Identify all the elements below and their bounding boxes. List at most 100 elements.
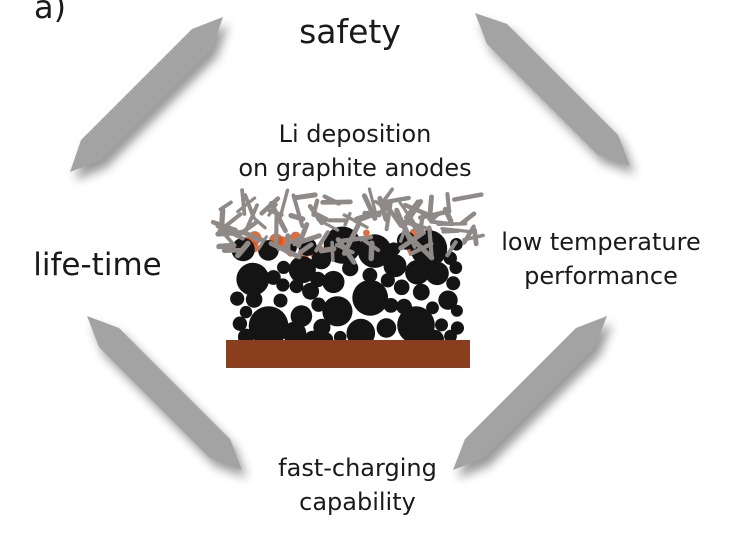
graphite-particle (446, 276, 461, 291)
lithium-dendrite (362, 210, 382, 218)
label-low-temperature-line1: low temperature (501, 228, 701, 256)
lithium-dendrite (236, 196, 257, 214)
lithium-dendrite (277, 188, 290, 223)
label-life-time: life-time (33, 247, 162, 283)
lithium-dendrite (472, 227, 479, 247)
graphite-particle (438, 290, 458, 310)
lithium-deposits (210, 187, 485, 265)
lithium-dendrite (459, 211, 477, 226)
graphite-particle (425, 261, 449, 286)
lithium-dendrite (441, 228, 461, 234)
graphite-particle (310, 271, 326, 288)
graphite-particle (405, 260, 430, 285)
graphite-particle (311, 297, 326, 312)
lithium-dendrite (276, 234, 303, 252)
lithium-dendrite (445, 191, 452, 214)
lithium-dendrite (245, 231, 262, 243)
lithium-dendrite (311, 198, 320, 218)
lithium-dendrite (216, 242, 237, 250)
lithium-dendrite (215, 223, 245, 241)
lithium-dendrite (429, 210, 443, 222)
graphite-particle (230, 291, 245, 306)
graphite-particle (313, 318, 331, 336)
lithium-dendrite (394, 207, 407, 229)
lithium-dendrite (257, 235, 268, 251)
arrow-bottom-right (453, 316, 612, 478)
lithium-dendrite (403, 199, 420, 220)
lithium-dendrite (314, 230, 330, 253)
label-fast-charging-line1: fast-charging (278, 454, 437, 482)
graphite-particle (426, 301, 439, 315)
graphite-particle (380, 273, 395, 288)
lithium-dendrite (253, 217, 267, 230)
graphite-particle (290, 305, 313, 327)
lithium-dendrite (296, 222, 310, 249)
graphite-particles (230, 226, 464, 349)
label-fast-charging-line2: capability (299, 488, 416, 516)
lithium-dendrite (427, 194, 434, 222)
lithium-dendrite (335, 237, 357, 265)
lithium-dendrite (288, 212, 306, 222)
lithium-dendrite (292, 192, 318, 201)
lithium-dendrite (442, 206, 454, 224)
graphite-particle (322, 270, 345, 294)
graphite-particle (289, 279, 304, 294)
graphite-particle (302, 282, 320, 300)
lithium-dendrite (240, 188, 247, 216)
graphite-particle (396, 298, 412, 315)
graphite-particle (236, 262, 270, 296)
label-low-temperature-line2: performance (524, 262, 678, 290)
graphite-particle (273, 293, 288, 308)
graphite-particle (410, 230, 448, 267)
panel-label: a) (34, 0, 67, 26)
lithium-dendrite (297, 242, 314, 255)
lithium-dendrite (445, 240, 458, 258)
lithium-dendrite (268, 201, 288, 234)
lithium-dendrite (384, 199, 393, 232)
graphite-particle (376, 318, 397, 338)
lithium-dendrite (398, 227, 407, 243)
graphite-particle (362, 267, 378, 283)
graphite-particle (393, 279, 410, 296)
arrow-top-right (475, 13, 635, 174)
label-low-temperature: low temperature performance (490, 225, 712, 293)
lithium-dendrite (361, 237, 381, 253)
lithium-dendrite (242, 203, 259, 236)
lithium-dendrite (259, 196, 281, 216)
graphite-particle (412, 283, 430, 301)
graphite-particle (282, 321, 307, 345)
label-fast-charging: fast-charging capability (225, 451, 490, 519)
lithium-dendrite (221, 231, 234, 245)
center-title-line1: Li deposition (278, 120, 432, 148)
lithium-dendrite (235, 240, 251, 259)
graphite-particle (276, 278, 290, 292)
graphite-particle (449, 261, 463, 275)
lithium-dendrite (381, 198, 404, 228)
lithium-dendrite (343, 211, 352, 227)
graphite-particle (311, 249, 332, 270)
lithium-dendrite (322, 194, 341, 206)
arrow-top-left (70, 17, 228, 180)
interphase-spot (363, 229, 370, 237)
lithium-dendrite (318, 246, 337, 254)
graphite-particle (248, 306, 289, 346)
graphite-particle (397, 306, 435, 344)
current-collector (226, 340, 470, 368)
lithium-dendrite (316, 218, 340, 232)
graphite-particle (239, 305, 253, 319)
lithium-dendrite (461, 224, 476, 245)
lithium-dendrite (429, 219, 455, 227)
label-safety: safety (299, 12, 401, 51)
graphite-particle (387, 242, 401, 256)
graphite-particle (232, 316, 248, 331)
graphite-particle (435, 318, 448, 332)
center-title-line2: on graphite anodes (238, 154, 472, 182)
graphite-particle (450, 304, 463, 317)
graphite-particle (383, 298, 399, 313)
lithium-dendrite (339, 234, 374, 244)
lithium-dendrite (398, 201, 415, 223)
lithium-dendrite (312, 211, 329, 223)
